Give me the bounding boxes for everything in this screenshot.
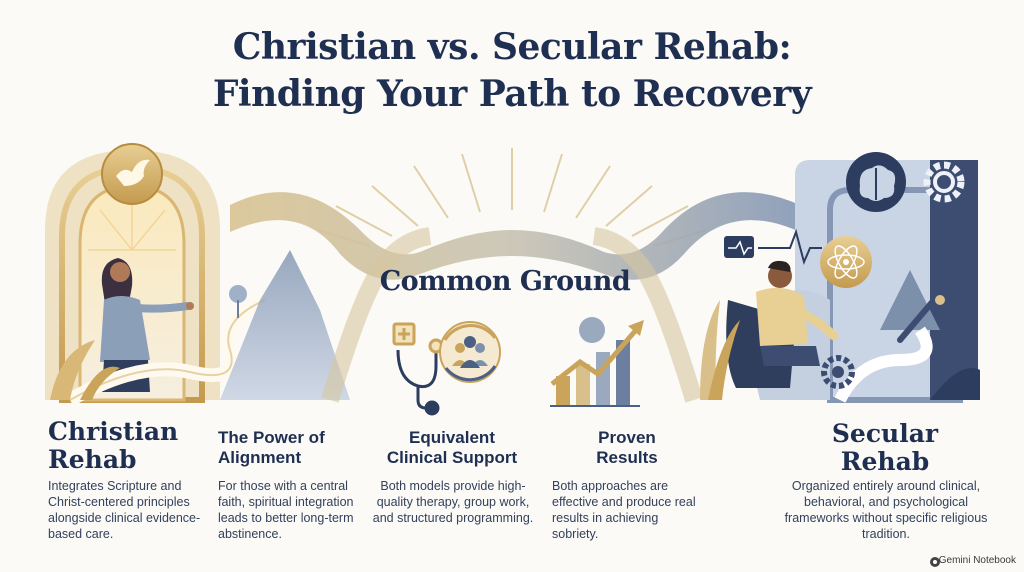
heading-line: Rehab xyxy=(840,447,930,476)
heading-line: The Power of xyxy=(218,428,325,447)
proven-results-heading: Proven Results xyxy=(552,428,702,468)
proven-results-description: Both approaches are effective and produc… xyxy=(552,479,696,541)
heartbeat-icon xyxy=(724,228,822,266)
christian-illustration xyxy=(45,143,350,407)
heading-line: Christian xyxy=(48,417,179,446)
heading-line: Secular xyxy=(831,419,939,448)
equivalent-clinical-support-description: Both models provide high-quality therapy… xyxy=(372,479,534,525)
gemini-notebook-icon xyxy=(930,557,940,567)
stethoscope-icon xyxy=(392,322,444,416)
dove-icon xyxy=(101,143,163,205)
heading-line: Rehab xyxy=(48,445,137,474)
title-line-2: Finding Your Path to Recovery xyxy=(212,73,812,115)
christian-rehab-description: Integrates Scripture and Christ-centered… xyxy=(48,479,201,541)
christian-rehab-heading: Christian Rehab xyxy=(48,418,218,474)
heading-line: Alignment xyxy=(218,448,302,467)
heading-line: Clinical Support xyxy=(386,448,518,467)
pen-icon xyxy=(897,295,945,343)
page-title: Christian vs. Secular Rehab: Finding You… xyxy=(0,24,1024,118)
growth-chart-icon xyxy=(550,317,644,407)
equivalent-clinical-support-heading: Equivalent Clinical Support xyxy=(372,428,532,468)
title-line-1: Christian vs. Secular Rehab: xyxy=(232,26,792,68)
power-of-alignment-heading: The Power of Alignment xyxy=(218,428,378,468)
heading-line: Proven xyxy=(598,428,656,447)
heading-line: Equivalent xyxy=(409,428,495,447)
common-ground-label: Common Ground xyxy=(379,266,631,297)
power-of-alignment-description: For those with a central faith, spiritua… xyxy=(218,479,354,541)
secular-illustration xyxy=(700,152,980,403)
small-gear-icon xyxy=(821,355,855,389)
central-curve xyxy=(321,227,703,403)
gemini-notebook-badge: Gemini Notebook xyxy=(939,555,1016,566)
man-figure xyxy=(726,260,839,388)
gear-icon xyxy=(923,161,965,203)
brain-icon xyxy=(846,152,906,212)
secular-rehab-description: Organized entirely around clinical, beha… xyxy=(784,479,988,541)
heading-line: Results xyxy=(596,448,658,467)
badge-label: Gemini Notebook xyxy=(938,555,1016,566)
group-icon xyxy=(439,321,501,383)
common-ground-arc xyxy=(230,192,800,280)
atom-icon xyxy=(820,236,872,288)
secular-rehab-heading: Secular Rehab xyxy=(800,420,970,476)
